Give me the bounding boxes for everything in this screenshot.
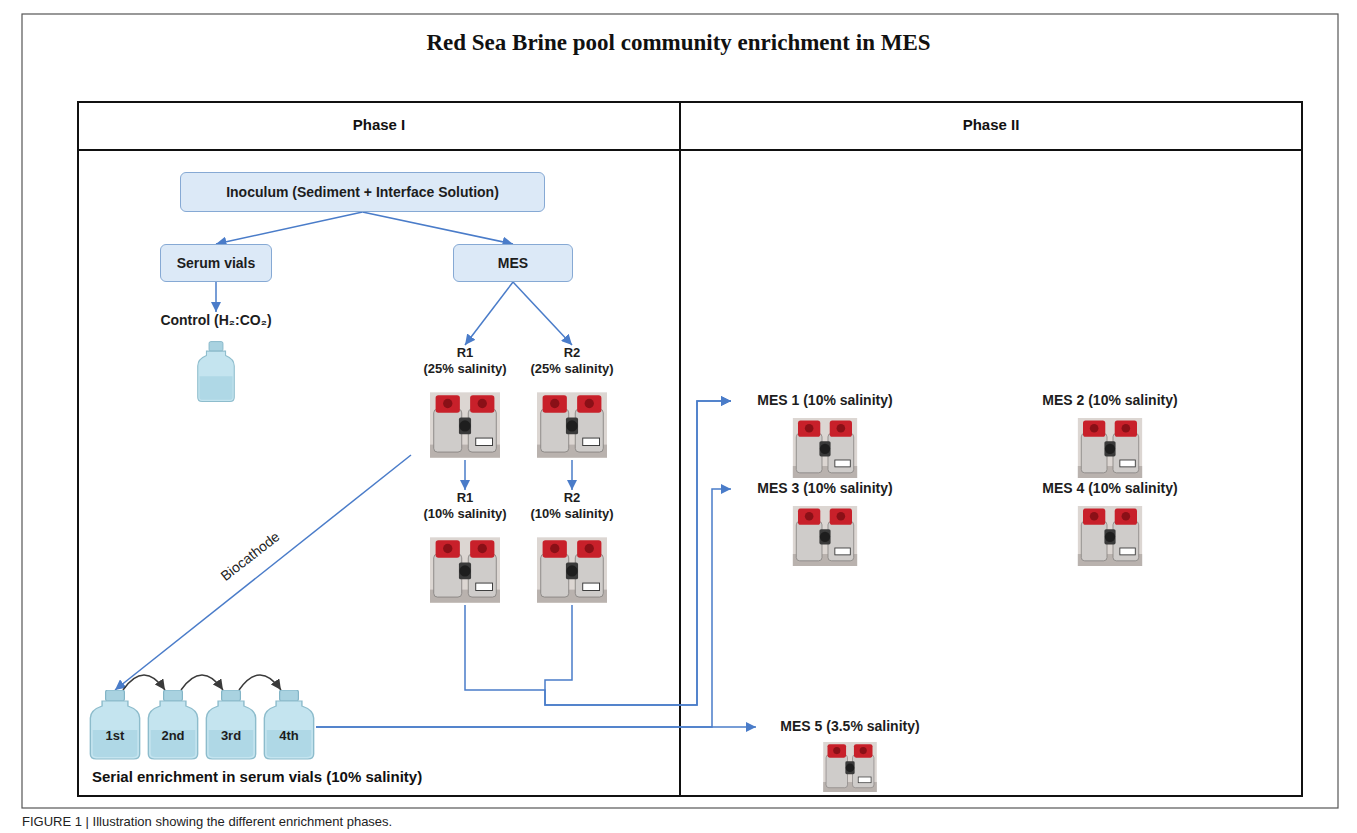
flow-arrow	[215, 282, 217, 312]
node-text: 2nd	[146, 728, 200, 743]
node-text: MES 4 (10% salinity)	[1016, 480, 1204, 497]
flow-arrow	[465, 401, 731, 705]
node-text: 1st	[88, 728, 142, 743]
reactor-node: R1(10% salinity)	[411, 490, 519, 605]
serum-vial: 4th	[262, 690, 316, 760]
reactor-photo	[430, 537, 500, 602]
flow-arrow	[465, 282, 513, 345]
node-text: (10% salinity)	[411, 506, 519, 522]
phase-label: Phase II	[680, 116, 1302, 133]
node-text: MES 3 (10% salinity)	[731, 480, 919, 497]
node-text: Control (H₂:CO₂)	[136, 312, 296, 329]
phase-table	[78, 102, 1302, 796]
flow-arrow	[239, 675, 281, 690]
node-text: R1	[411, 490, 519, 506]
vial-outline	[88, 690, 142, 760]
node-text: MES 1 (10% salinity)	[731, 392, 919, 409]
flow-arrow	[316, 489, 731, 727]
phase-divider	[679, 102, 681, 796]
reactor-photo	[793, 506, 857, 566]
flow-arrow	[571, 460, 573, 490]
flow-arrow	[216, 212, 363, 244]
vial-outline	[262, 690, 316, 760]
reactor-photo	[430, 392, 500, 457]
reactor-node: MES 1 (10% salinity)	[731, 392, 919, 482]
figure-title: Red Sea Brine pool community enrichment …	[0, 30, 1357, 56]
node-text: 4th	[262, 728, 316, 743]
vial-shape	[206, 690, 255, 759]
node-text: (25% salinity)	[518, 361, 626, 377]
figure-caption: FIGURE 1 | Illustration showing the diff…	[22, 814, 392, 829]
vial-outline	[146, 690, 200, 760]
process-box: MES	[453, 244, 573, 282]
node-text: (10% salinity)	[518, 506, 626, 522]
flow-arrow	[363, 212, 514, 244]
node-text: MES 5 (3.5% salinity)	[756, 718, 944, 735]
flow-arrow	[316, 726, 756, 728]
reactor-photo	[1078, 418, 1142, 478]
reactor-node: MES 4 (10% salinity)	[1016, 480, 1204, 570]
serum-vial: 2nd	[146, 690, 200, 760]
node-text: Inoculum (Sediment + Interface Solution)	[226, 184, 499, 200]
node-text: R2	[518, 345, 626, 361]
process-box: Inoculum (Sediment + Interface Solution)	[180, 172, 545, 212]
reactor-node: Control (H₂:CO₂)	[136, 312, 296, 408]
flow-arrow	[115, 455, 411, 690]
node-text: R2	[518, 490, 626, 506]
node-text: Serum vials	[177, 255, 256, 271]
outer-frame	[22, 14, 1338, 808]
reactor-photo	[793, 418, 857, 478]
serum-vial: 3rd	[204, 690, 258, 760]
vial-shape	[148, 690, 197, 759]
vial-shape	[264, 690, 313, 759]
node-text: MES 2 (10% salinity)	[1016, 392, 1204, 409]
reactor-node: MES 2 (10% salinity)	[1016, 392, 1204, 482]
reactor-node: MES 5 (3.5% salinity)	[756, 718, 944, 794]
flow-arrow	[123, 675, 165, 690]
vial-outline	[204, 690, 258, 760]
node-text: (25% salinity)	[411, 361, 519, 377]
reactor-node: R2(25% salinity)	[518, 345, 626, 460]
flow-arrow	[464, 460, 466, 490]
control-vial	[198, 342, 235, 402]
vial-shape	[90, 690, 139, 759]
process-box: Serum vials	[160, 244, 272, 282]
reactor-photo	[823, 742, 877, 792]
phase-label: Phase I	[78, 116, 680, 133]
flow-arrow	[513, 282, 572, 345]
serum-vial: 1st	[88, 690, 142, 760]
flow-arrow	[545, 401, 731, 705]
node-text: 3rd	[204, 728, 258, 743]
header-rule	[78, 149, 1302, 151]
reactor-photo	[537, 537, 607, 602]
phase-label: Serial enrichment in serum vials (10% sa…	[92, 768, 422, 785]
reactor-node: R1(25% salinity)	[411, 345, 519, 460]
reactor-node: MES 3 (10% salinity)	[731, 480, 919, 570]
reactor-node: R2(10% salinity)	[518, 490, 626, 605]
node-text: R1	[411, 345, 519, 361]
reactor-photo	[1078, 506, 1142, 566]
flow-arrow	[181, 675, 223, 690]
node-text: MES	[498, 255, 528, 271]
reactor-photo	[537, 392, 607, 457]
edge-label: Biocathode	[217, 528, 282, 584]
